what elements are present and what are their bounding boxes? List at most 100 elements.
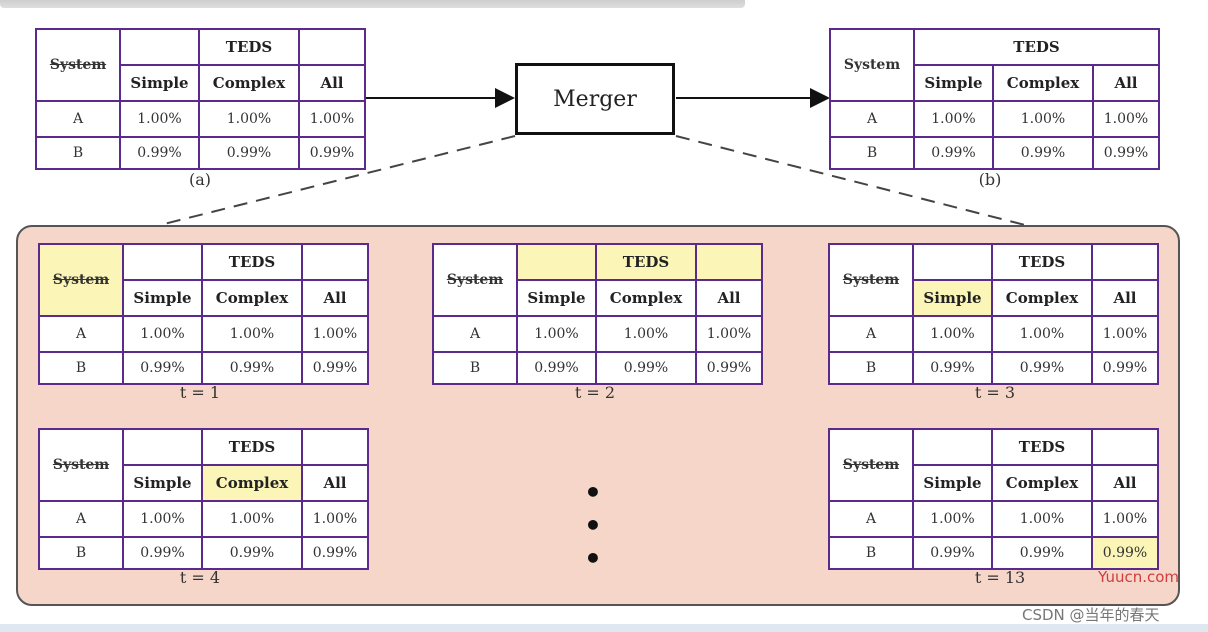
system-header: System: [38, 428, 124, 502]
all-header: All: [1092, 64, 1160, 102]
all-header: All: [1091, 464, 1159, 502]
empty-header-cell: [119, 28, 200, 66]
empty-header-cell: [301, 428, 369, 466]
zoom-line-right: [675, 135, 1026, 226]
value-cell: 1.00%: [301, 500, 369, 538]
system-header: System: [828, 428, 914, 502]
teds-group-header: TEDS: [595, 243, 697, 281]
complex-header: Complex: [201, 464, 303, 502]
teds-group-header: TEDS: [201, 243, 303, 281]
value-cell: 0.99%: [991, 536, 1093, 570]
system-cell: A: [828, 500, 914, 538]
empty-header-cell: [301, 243, 369, 281]
system-cell: B: [38, 351, 124, 385]
complex-header: Complex: [991, 279, 1093, 317]
empty-header-cell: [122, 243, 203, 281]
empty-header-cell: [695, 243, 763, 281]
system-cell: B: [828, 536, 914, 570]
caption-step-1: t = 1: [179, 383, 221, 402]
all-header: All: [301, 279, 369, 317]
system-cell: B: [829, 136, 915, 170]
complex-header: Complex: [201, 279, 303, 317]
empty-header-cell: [912, 428, 993, 466]
caption-step-2: t = 2: [574, 383, 616, 402]
system-cell: A: [828, 315, 914, 353]
value-cell: 1.00%: [122, 315, 203, 353]
system-header: System: [829, 28, 915, 102]
caption-step-4: t = 4: [179, 568, 221, 587]
value-cell: 1.00%: [695, 315, 763, 353]
value-cell: 0.99%: [301, 351, 369, 385]
all-header: All: [695, 279, 763, 317]
merger-box: Merger: [515, 63, 675, 135]
value-cell: 1.00%: [298, 100, 366, 138]
bottom-bar: [0, 624, 1208, 632]
caption-input: (a): [188, 170, 212, 189]
value-cell: 1.00%: [1092, 100, 1160, 138]
value-cell: 0.99%: [913, 136, 994, 170]
teds-group-header: TEDS: [991, 243, 1093, 281]
value-cell: 1.00%: [595, 315, 697, 353]
system-cell: B: [38, 536, 124, 570]
complex-header: Complex: [991, 464, 1093, 502]
all-header: All: [301, 464, 369, 502]
empty-header-cell: [122, 428, 203, 466]
value-cell: 0.99%: [912, 536, 993, 570]
system-cell: A: [38, 500, 124, 538]
value-cell: 1.00%: [912, 315, 993, 353]
zoom-line-left: [159, 135, 516, 226]
complex-header: Complex: [595, 279, 697, 317]
system-cell: A: [38, 315, 124, 353]
value-cell: 1.00%: [301, 315, 369, 353]
value-cell: 0.99%: [516, 351, 597, 385]
system-cell: A: [35, 100, 121, 138]
empty-header-cell: [298, 28, 366, 66]
value-cell: 0.99%: [122, 351, 203, 385]
value-cell: 1.00%: [198, 100, 300, 138]
value-cell: 1.00%: [912, 500, 993, 538]
system-header: System: [35, 28, 121, 102]
value-cell: 0.99%: [991, 351, 1093, 385]
simple-header: Simple: [122, 279, 203, 317]
value-cell: 0.99%: [122, 536, 203, 570]
value-cell: 1.00%: [1091, 500, 1159, 538]
caption-output: (b): [978, 170, 1002, 189]
value-cell: 0.99%: [201, 351, 303, 385]
empty-header-cell: [516, 243, 597, 281]
value-cell: 1.00%: [1091, 315, 1159, 353]
watermark-author: CSDN @当年的春天: [1022, 606, 1160, 624]
value-cell: 1.00%: [516, 315, 597, 353]
value-cell: 1.00%: [991, 315, 1093, 353]
all-header: All: [1091, 279, 1159, 317]
simple-header: Simple: [912, 279, 993, 317]
watermark-site: Yuucn.com: [1098, 568, 1180, 586]
teds-group-header: TEDS: [913, 28, 1160, 66]
simple-header: Simple: [913, 64, 994, 102]
all-header: All: [298, 64, 366, 102]
value-cell: 0.99%: [198, 136, 300, 170]
cropped-heading-strip: [0, 0, 760, 12]
value-cell: 1.00%: [201, 315, 303, 353]
empty-header-cell: [1091, 243, 1159, 281]
value-cell: 1.00%: [201, 500, 303, 538]
complex-header: Complex: [992, 64, 1094, 102]
system-header: System: [828, 243, 914, 317]
value-cell: 1.00%: [119, 100, 200, 138]
simple-header: Simple: [119, 64, 200, 102]
teds-group-header: TEDS: [991, 428, 1093, 466]
